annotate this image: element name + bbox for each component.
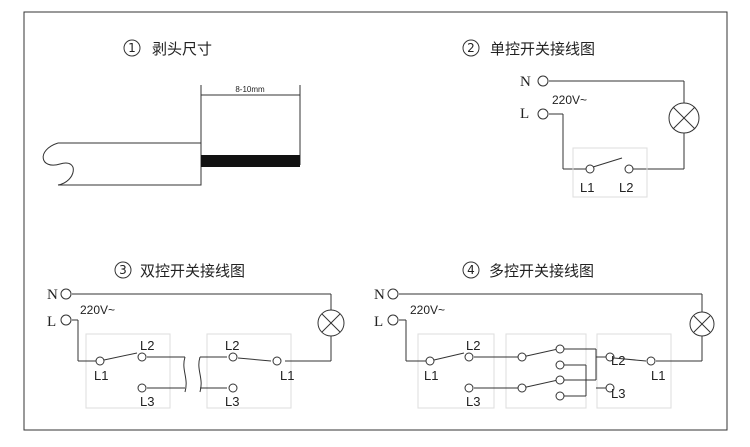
switch-terminal-l2 [624,164,634,174]
section-1-title: 剥头尺寸 [152,40,212,58]
voltage-label: 220V~ [552,93,587,107]
right-switch-l2-terminal [605,352,615,362]
left-switch-lever [433,352,465,361]
live-label: L [47,314,56,330]
section-3-number-circle [114,261,132,279]
neutral-label: N [374,287,385,303]
cable-insulation [58,142,202,186]
switch-label-l1: L1 [580,180,594,195]
middle-switch-lower-lever [521,379,559,389]
left-switch-label-l3: L3 [140,394,154,409]
section-2-number: 2 [467,41,475,55]
bare-conductor [201,155,300,167]
right-switch-lever [613,357,647,362]
traveller-break-right [198,356,202,393]
neutral-terminal [387,288,399,300]
middle-switch-upper-lever [521,348,559,358]
left-switch-label-l1: L1 [94,368,108,383]
voltage-label: 220V~ [80,303,115,317]
switch-plate-left [417,333,495,409]
lamp-icon [689,311,715,337]
sheet-border [23,11,728,431]
traveller-break-left [183,356,187,393]
left-switch-l3-terminal [137,383,147,393]
section-2-number-circle [462,39,480,57]
left-switch-lever [103,352,138,361]
left-switch-label-l2: L2 [466,338,480,353]
right-switch-l1-terminal [272,356,282,366]
switch-plate-left [85,333,171,409]
strip-dimension-label: 8-10mm [235,85,265,94]
live-terminal [387,314,399,326]
middle-switch-terminal-3 [555,344,565,354]
right-switch-lever [237,357,272,362]
left-switch-label-l1: L1 [424,368,438,383]
right-switch-l3-terminal [228,383,238,393]
right-switch-label-l1: L1 [280,368,294,383]
switch-plate-right [596,333,672,409]
neutral-terminal [537,75,549,87]
live-terminal [537,108,549,120]
switch-lever [592,157,623,168]
section-1-number-circle [123,39,141,57]
switch-plate-middle [505,333,587,409]
left-switch-l1-terminal [425,356,435,366]
section-single-control: 2 单控开关接线图 N L 220V~ L1 L2 [462,39,700,198]
lamp-icon [668,102,700,134]
cable-cut-end [42,142,74,186]
section-1-number: 1 [128,41,136,55]
lamp-icon [317,309,345,337]
live-label: L [520,106,529,122]
section-multi-control: 4 多控开关接线图 N L 220V~ [374,261,715,409]
left-switch-l1-terminal [95,356,105,366]
right-switch-l3-terminal [605,383,615,393]
switch-plate-right [206,333,292,409]
right-switch-l1-terminal [646,356,656,366]
left-switch-label-l2: L2 [140,338,154,353]
switch-terminal-l1 [585,164,595,174]
left-switch-l3-terminal [464,383,474,393]
left-switch-l2-terminal [464,352,474,362]
neutral-terminal [60,288,72,300]
right-switch-label-l3: L3 [611,386,625,401]
voltage-label: 220V~ [410,303,445,317]
section-3-title: 双控开关接线图 [140,262,245,280]
middle-switch-terminal-6 [555,391,565,401]
switch-label-l2: L2 [619,180,633,195]
section-3-number: 3 [119,263,127,277]
section-4-number: 4 [467,263,475,277]
switch-plate [572,147,648,198]
right-switch-label-l2: L2 [611,353,625,368]
section-strip-length: 1 剥头尺寸 8-10mm [42,39,301,186]
live-label: L [374,314,383,330]
section-double-control: 3 双控开关接线图 N L 220V~ [47,261,345,409]
section-4-number-circle [462,261,480,279]
right-switch-label-l1: L1 [651,368,665,383]
left-switch-label-l3: L3 [466,394,480,409]
neutral-label: N [520,74,531,90]
middle-switch-terminal-5 [555,375,565,385]
section-2-title: 单控开关接线图 [490,40,595,58]
right-switch-label-l3: L3 [225,394,239,409]
middle-switch-terminal-4 [555,360,565,370]
middle-switch-terminal-1 [517,352,527,362]
right-switch-label-l2: L2 [225,338,239,353]
middle-switch-terminal-2 [517,383,527,393]
section-4-title: 多控开关接线图 [489,262,594,280]
right-switch-l2-terminal [228,352,238,362]
live-terminal [60,314,72,326]
neutral-label: N [47,287,58,303]
left-switch-l2-terminal [137,352,147,362]
